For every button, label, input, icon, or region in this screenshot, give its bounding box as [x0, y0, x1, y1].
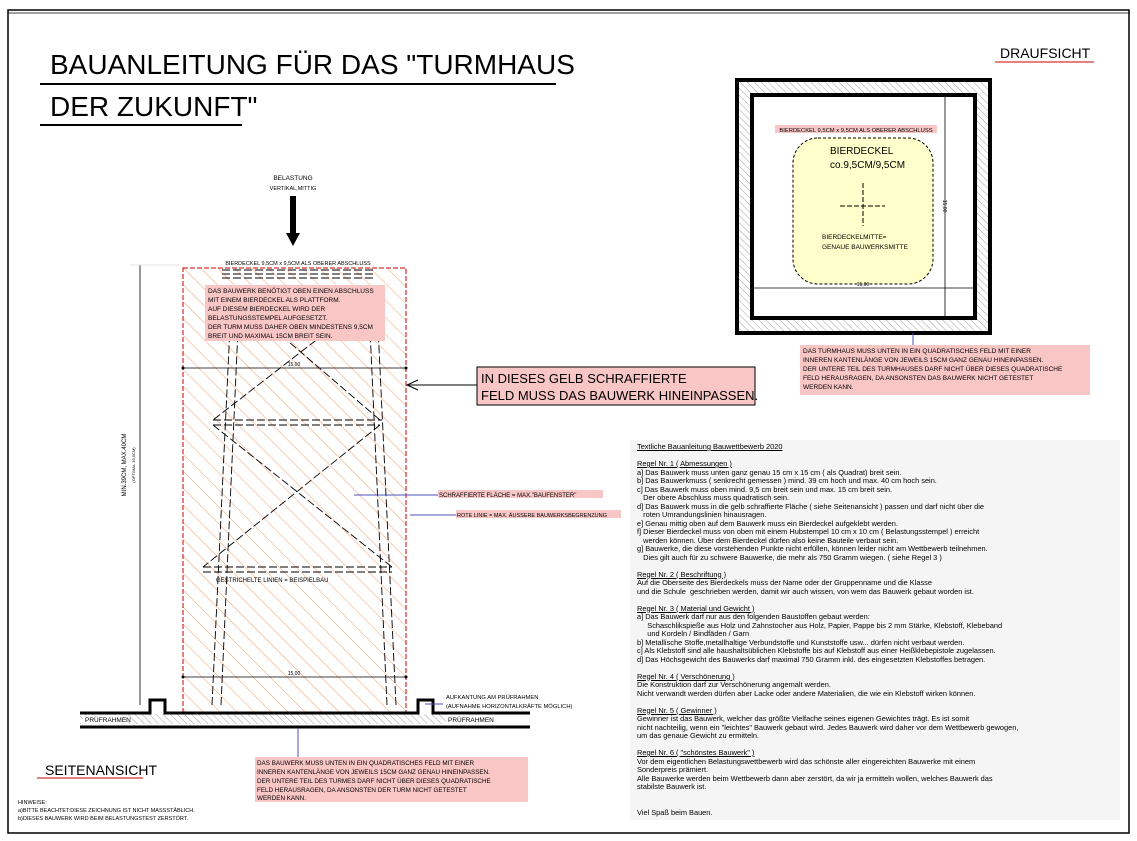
upstand-label-2: (AUFNAHME HORIZONTALKRÄFTE MÖGLICH) — [446, 703, 573, 710]
coaster-title: BIERDECKEL — [830, 146, 894, 157]
rule-text: d] Das Höchsgewicht des Bauwerks darf ma… — [637, 654, 986, 664]
rule-text: um das genaue Gewicht zu ermitteln. — [637, 731, 760, 740]
top-coaster-strip: BIERDECKEL 9,5CM x 9,5CM ALS OBERER ABSC… — [779, 128, 932, 134]
rule-text: Schaschlikspieße aus Holz und Zahnstoche… — [637, 620, 1003, 630]
red-legend: ROTE LINIE = MAX. ÄUSSERE BAUWERKSBEGREN… — [457, 512, 607, 519]
rule-text: Auf die Oberseite des Bierdeckels muss d… — [637, 578, 932, 587]
top-dim-v: 15,00 — [941, 200, 947, 213]
rule-heading: Regel Nr. 1 ( Abmessungen ) — [637, 459, 732, 468]
rule-text: b] Das Bauwerkmuss ( senkrecht gemessen … — [637, 476, 937, 485]
side-top-note-line: DAS BAUWERK BENÖTIGT OBEN EINEN ABSCHLUS… — [208, 287, 374, 295]
bottom-note-line: INNEREN KANTENLÄNGE VON JEWEILS 15CM GAN… — [257, 768, 490, 776]
top-note-line: DER UNTERE TEIL DES TURMHAUSES DARF NICH… — [803, 365, 1063, 373]
side-top-note-line: MIT EINEM BIERDECKEL ALS PLATTFORM. — [208, 297, 341, 304]
rule-text: Alle Bauwerke werden beim Wettbewerb dan… — [637, 773, 993, 783]
load-arrow-icon — [290, 196, 296, 234]
rule-text: stabilste Bauwerk ist. — [637, 782, 707, 791]
bottom-note-line: DAS BAUWERK MUSS UNTEN IN EIN QUADRATISC… — [257, 760, 474, 767]
sheet-border — [7, 9, 1130, 834]
dim-bottom: 15,00 — [288, 671, 301, 677]
side-top-note-line: BELASTUNGSSTEMPEL AUFGESETZT. — [208, 315, 328, 322]
rule-text: g] Bauwerke, die diese vorstehenden Punk… — [637, 544, 988, 553]
side-top-note — [205, 285, 385, 341]
bottom-note-line: FELD HERAUSRAGEN, DA ANSONSTEN DER TURM … — [257, 787, 467, 794]
side-bottom-note — [255, 757, 528, 802]
bottom-note-line: DER UNTERE TEIL DES TURMES DARF NICHT ÜB… — [257, 777, 491, 785]
center-label-2: GENAUE BAUWERKSMITTE — [822, 244, 909, 251]
upstand-label-1: AUFKANTUNG AM PRÜFRAHMEN — [446, 694, 538, 701]
callout-line-2: FELD MUSS DAS BAUWERK HINEINPASSEN. — [481, 388, 758, 403]
rule-text: c] Das Bauwerk muss oben mind. 9,5 cm br… — [637, 484, 893, 494]
rule-text: f] Dieser Bierdeckel muss von oben mit e… — [637, 527, 980, 536]
rule-text: a] Das Bauwerk muss unten ganz genau 15 … — [637, 467, 902, 477]
rules-panel: Textliche Bauanleitung Bauwettbewerb 202… — [630, 440, 1120, 820]
dim-top: 15,00 — [288, 362, 301, 368]
top-view-note — [800, 345, 1090, 395]
rule-heading: Regel Nr. 2 ( Beschriftung ) — [637, 569, 727, 579]
top-note-line: INNEREN KANTENLÄNGE VON JEWEILS 15CM GAN… — [803, 356, 1044, 364]
rule-text: und Kordeln / Bindfäden / Garn — [637, 629, 750, 638]
title-line-2: DER ZUKUNFT" — [50, 91, 257, 122]
rule-text: Nicht verwandt werden dürfen aber Lacke … — [637, 688, 976, 698]
rule-text: Die Konstruktion darf zur Verschönerung … — [637, 680, 831, 689]
rule-heading: Regel Nr. 5 ( Gewinner ) — [637, 705, 717, 715]
load-sub: VERTIKAL,MITTIG — [270, 186, 317, 192]
bottom-note-line: WERDEN KANN. — [257, 795, 306, 802]
center-label-1: BIERDECKELMITTE= — [822, 234, 887, 241]
side-top-note-line: AUF DIESEM BIERDECKEL WIRD DER — [208, 306, 325, 313]
rule-text: a] Das Bauwerk darf nur aus den folgende… — [637, 612, 870, 621]
rule-text: d] Das Bauwerk muss in die gelb schraffi… — [637, 501, 984, 511]
side-top-note-line: DER TURM MUSS DAHER OBEN MINDESTENS 9,5C… — [208, 324, 373, 331]
rule-text: Sonderpreis prämiert. — [637, 765, 709, 774]
test-frame-side — [80, 698, 530, 715]
rule-text: Der obere Abschluss muss quadratisch sei… — [637, 493, 789, 502]
rule-text: roten Umrandungslinien hinausragen. — [637, 510, 767, 519]
rule-text: c] Als Klebstoff sind alle haushaltsübli… — [637, 646, 996, 655]
frame-label-right: PRÜFRAHMEN — [448, 716, 494, 724]
height-sub: (OPTIMAL 39,5CM) — [131, 447, 136, 483]
hint-line: b)DIESES BAUWERK WIRD BEIM BELASTUNGSTES… — [18, 815, 188, 822]
top-view-label: DRAUFSICHT — [1000, 45, 1091, 61]
side-view-label: SEITENANSICHT — [45, 762, 157, 778]
dashed-legend: GESTRICHELTE LINIEN = BEISPIELBAU — [216, 578, 328, 584]
top-dim-h: 15,00 — [857, 282, 870, 288]
side-top-note-line: BREIT UND MAXIMAL 15CM BREIT SEIN. — [208, 333, 333, 340]
rule-text: e] Genau mittig oben auf dem Bauwerk mus… — [637, 518, 898, 528]
load-title: BELASTUNG — [273, 175, 312, 182]
rule-text: Gewinner ist das Bauwerk, welcher das gr… — [637, 714, 970, 723]
callout-box — [476, 366, 756, 406]
frame-label-left: PRÜFRAHMEN — [85, 716, 131, 724]
rule-text: werden können. Über dem Bierdeckel dürfe… — [637, 535, 899, 545]
hatch-legend: SCHRAFFIERTE FLÄCHE = MAX."BAUFENSTER" — [439, 492, 576, 499]
side-coaster-strip: BIERDECKEL 9,5CM x 9,5CM ALS OBERER ABSC… — [225, 261, 371, 267]
top-note-line: WERDEN KANN. — [803, 384, 854, 391]
rule-text: Vor dem eigentlichen Belastungswettbewer… — [637, 756, 976, 766]
callout-line-1: IN DIESES GELB SCHRAFFIERTE — [481, 371, 687, 386]
rule-text: b] Metallische Stoffe,metallhaltige Verb… — [637, 637, 965, 647]
coaster-size: co.9,5CM/9,5CM — [830, 160, 905, 171]
rule-heading: Regel Nr. 4 ( Verschönerung ) — [637, 671, 735, 681]
rule-heading: Regel Nr. 3 ( Material und Gewicht ) — [637, 603, 755, 613]
rule-text: nicht nachteilig, wenn ein "leichtes" Ba… — [637, 722, 1019, 732]
height-label: MIN.39CM, MAX.40CM — [122, 434, 128, 497]
top-note-line: FELD HERAUSRAGEN, DA ANSONSTEN DAS BAUWE… — [803, 375, 1033, 382]
hints-heading: HINWEISE: — [18, 800, 47, 806]
top-note-line: DAS TURMHAUS MUSS UNTEN IN EIN QUADRATIS… — [803, 348, 1031, 355]
rule-heading: Textliche Bauanleitung Bauwettbewerb 202… — [637, 442, 783, 451]
rule-text: Dies gilt auch für zu schwere Bauwerke, … — [637, 552, 942, 562]
hint-line: a)BITTE BEACHTET:DIESE ZEICHNUNG IST NIC… — [18, 807, 195, 814]
rule-text: Viel Spaß beim Bauen. — [637, 807, 713, 817]
rule-heading: Regel Nr. 6 ( "schönstes Bauwerk" ) — [637, 748, 755, 757]
title-line-1: BAUANLEITUNG FÜR DAS "TURMHAUS — [50, 49, 575, 80]
rule-text: und die Schule geschrieben werden, damit… — [637, 586, 974, 596]
